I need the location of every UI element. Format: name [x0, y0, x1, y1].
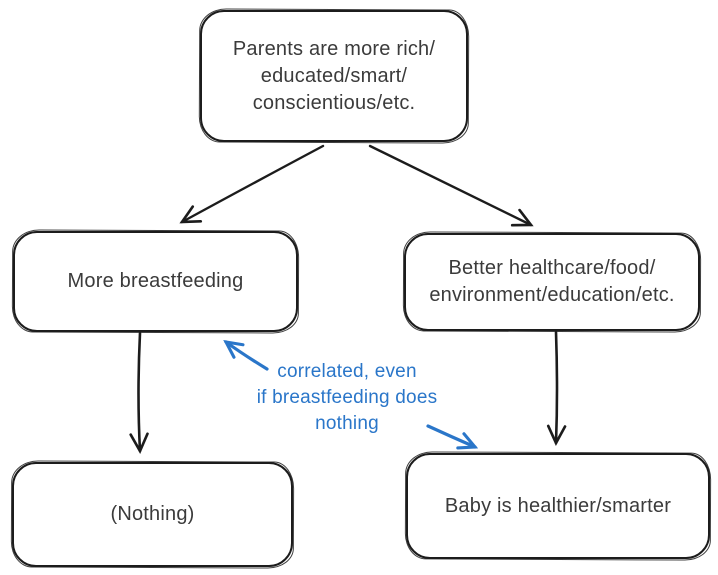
node-breastfeeding: More breastfeeding: [13, 231, 298, 332]
node-baby: Baby is healthier/smarter: [406, 453, 710, 559]
correlation-annotation: correlated, even if breastfeeding does n…: [256, 361, 438, 434]
node-healthcare-label: Better healthcare/food/ environment/educ…: [429, 257, 675, 306]
node-parents: Parents are more rich/ educated/smart/ c…: [200, 10, 468, 142]
node-nothing: (Nothing): [12, 462, 293, 567]
arrow-healthcare-to-baby: [546, 330, 567, 446]
node-parents-label: Parents are more rich/ educated/smart/ c…: [232, 37, 436, 114]
node-baby-label: Baby is healthier/smarter: [444, 494, 672, 517]
arrow-parents-to-healthcare: [368, 144, 534, 227]
arrow-parents-to-breastfeeding: [179, 144, 325, 224]
node-nothing-label: (Nothing): [110, 503, 195, 525]
node-breastfeeding-label: More breastfeeding: [67, 270, 244, 292]
arrow-breastfeeding-to-nothing: [129, 331, 149, 454]
node-healthcare: Better healthcare/food/ environment/educ…: [404, 233, 700, 331]
